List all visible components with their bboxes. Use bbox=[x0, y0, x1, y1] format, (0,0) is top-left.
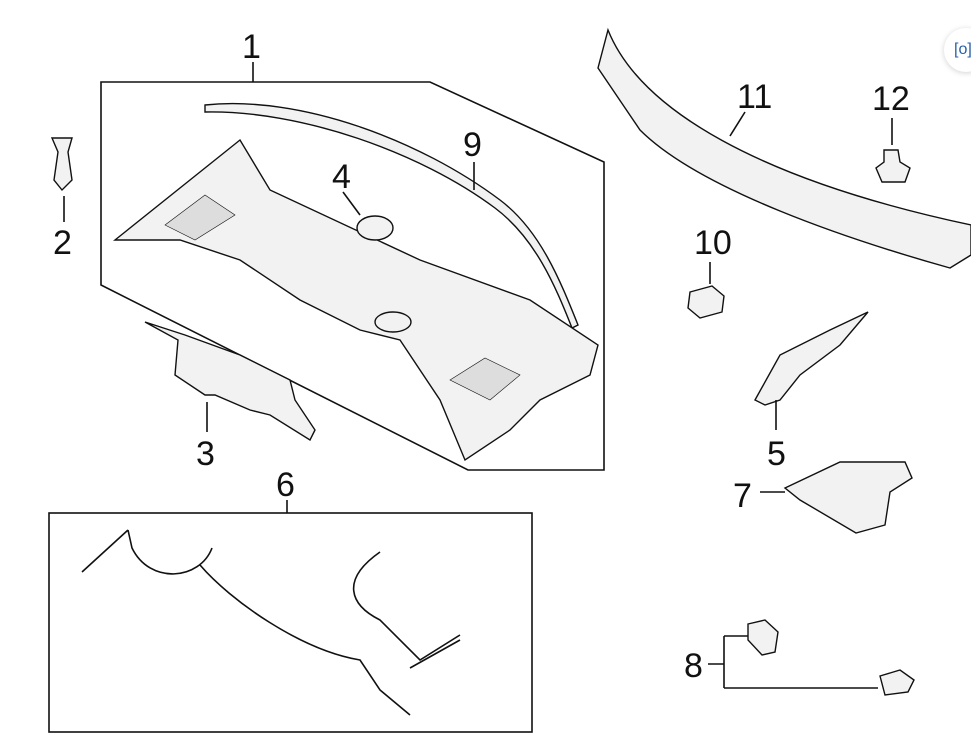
callout-6: 6 bbox=[276, 466, 295, 504]
part-6-brace-left bbox=[81, 529, 411, 716]
part-11-cowl-top bbox=[597, 27, 971, 269]
part-1-mesh-right bbox=[449, 357, 521, 401]
group-box-1 bbox=[100, 81, 605, 471]
callout-2: 2 bbox=[53, 224, 72, 262]
part-2-clip bbox=[50, 137, 73, 192]
part-7-tray bbox=[783, 461, 913, 534]
part-12-fastener bbox=[875, 149, 911, 183]
part-4-grommet bbox=[356, 215, 394, 241]
part-3-bracket bbox=[144, 321, 316, 442]
part-1-mesh-left bbox=[164, 194, 236, 241]
callout-4: 4 bbox=[332, 158, 351, 196]
callout-8: 8 bbox=[684, 647, 703, 685]
callout-1: 1 bbox=[242, 28, 261, 66]
part-1-hole bbox=[374, 311, 412, 333]
callout-5: 5 bbox=[767, 435, 786, 473]
part-1-cowl-panel bbox=[113, 138, 599, 462]
part-6-brace-right bbox=[352, 551, 461, 669]
part-8-clip-b bbox=[879, 669, 915, 696]
leader-8 bbox=[708, 635, 878, 689]
part-10-clip bbox=[687, 285, 725, 319]
callout-10: 10 bbox=[694, 224, 732, 262]
callout-7: 7 bbox=[733, 477, 752, 515]
part-5-deflector bbox=[754, 311, 869, 406]
lens-scan-icon: [o] bbox=[954, 41, 971, 58]
callout-11: 11 bbox=[737, 78, 772, 116]
part-8-clip-a bbox=[747, 619, 779, 656]
callout-3: 3 bbox=[196, 435, 215, 473]
callout-12: 12 bbox=[872, 80, 910, 118]
callout-9: 9 bbox=[463, 126, 482, 164]
group-box-6 bbox=[48, 512, 533, 733]
